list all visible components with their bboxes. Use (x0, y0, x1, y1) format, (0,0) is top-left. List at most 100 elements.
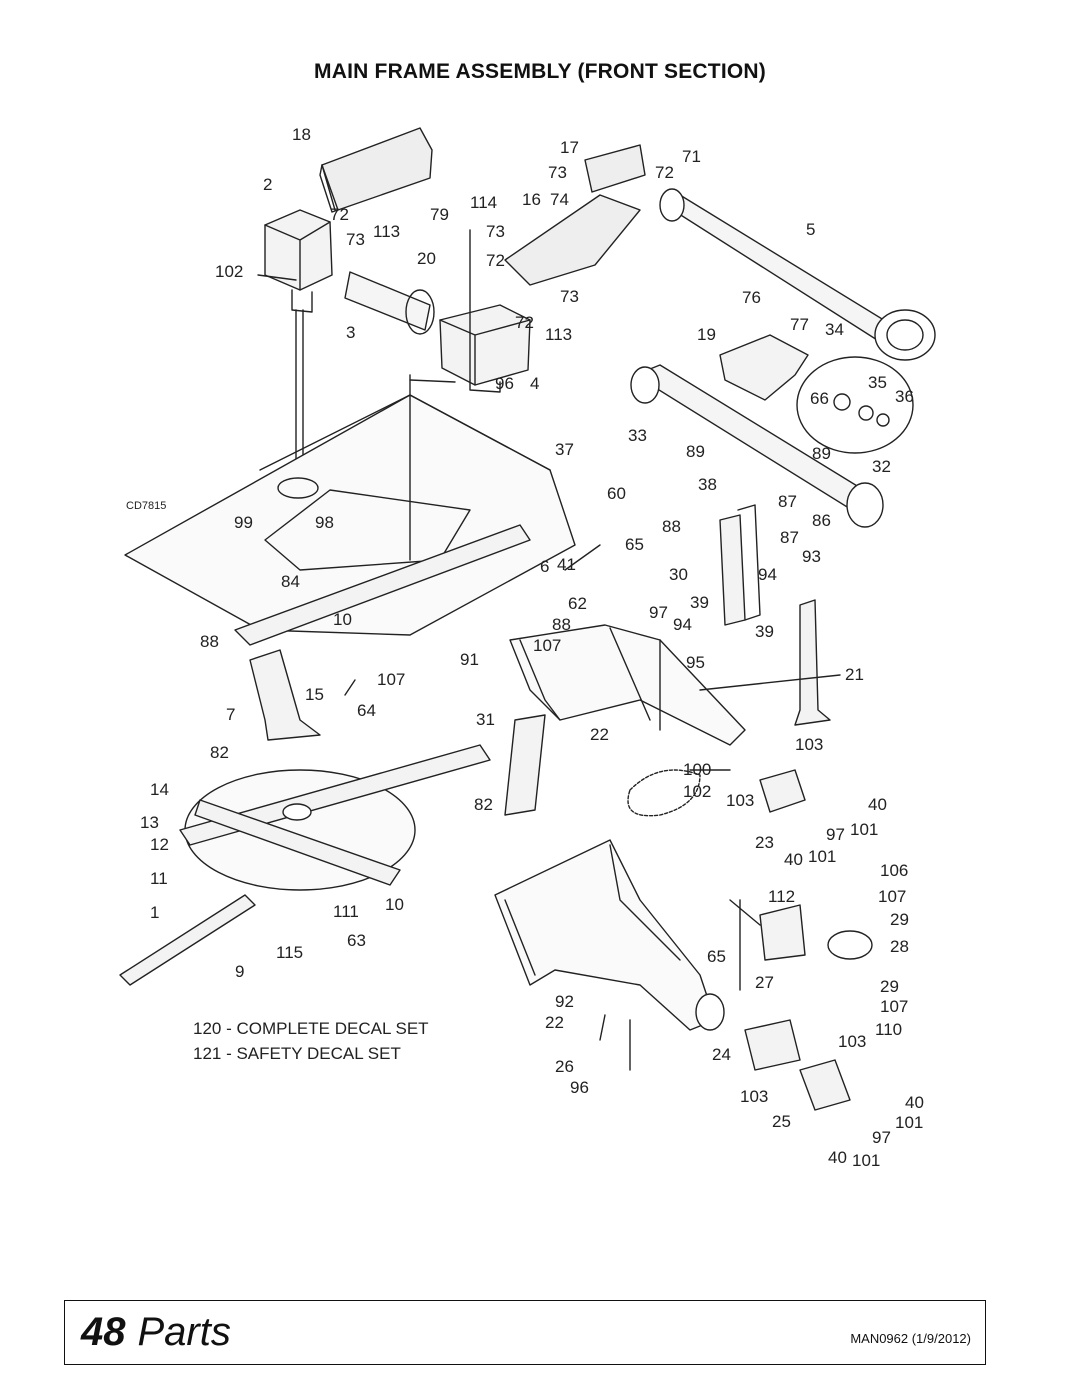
callout: 82 (210, 743, 229, 762)
shield-16 (504, 194, 641, 286)
callout: 74 (550, 190, 569, 209)
callout: 13 (140, 813, 159, 832)
callout: 76 (742, 288, 761, 307)
callout: 107 (880, 997, 908, 1016)
callout: 86 (812, 511, 831, 530)
callout: 88 (552, 615, 571, 634)
callout-labels: 18 17 71 2 73 72 72 73 113 79 114 16 74 … (140, 125, 924, 1170)
callout: 97 (649, 603, 668, 622)
callout: 39 (690, 593, 709, 612)
callout: 4 (530, 374, 539, 393)
manual-reference: MAN0962 (1/9/2012) (850, 1331, 971, 1346)
callout: 72 (330, 205, 349, 224)
callout: 63 (347, 931, 366, 950)
callout: 15 (305, 685, 324, 704)
jack-21 (794, 599, 831, 726)
callout: 32 (872, 457, 891, 476)
chain (627, 769, 701, 817)
callout: 73 (486, 222, 505, 241)
callout: 95 (686, 653, 705, 672)
callout: 91 (460, 650, 479, 669)
callout: 97 (872, 1128, 891, 1147)
callout: 113 (545, 325, 572, 344)
callout: 87 (778, 492, 797, 511)
note-complete-decal-set: 120 - COMPLETE DECAL SET (193, 1019, 429, 1038)
callout: 94 (758, 565, 777, 584)
callout: 16 (522, 190, 541, 209)
callout: 73 (548, 163, 567, 182)
callout: 10 (385, 895, 404, 914)
callout: 106 (880, 861, 908, 880)
callout: 94 (673, 615, 692, 634)
callout: 7 (226, 705, 235, 724)
callout: 101 (850, 820, 878, 839)
callout: 9 (235, 962, 244, 981)
callout: 103 (740, 1087, 768, 1106)
a-frame-upper (509, 624, 746, 746)
callout: 64 (357, 701, 376, 720)
clevis-24 (744, 1019, 801, 1071)
callout: 115 (276, 943, 303, 962)
callout: 17 (560, 138, 579, 157)
callout: 114 (470, 193, 497, 212)
callout: 72 (515, 313, 534, 332)
callout: 103 (838, 1032, 866, 1051)
callout: 103 (726, 791, 754, 810)
callout: 73 (346, 230, 365, 249)
callout: 26 (555, 1057, 574, 1076)
a-frame-lower (494, 839, 716, 1031)
hitch-bar-31 (504, 714, 546, 816)
callout: 99 (234, 513, 253, 532)
callout: 96 (570, 1078, 589, 1097)
callout: 38 (698, 475, 717, 494)
callout: 112 (768, 887, 795, 906)
top-shield (321, 127, 433, 211)
callout: 97 (826, 825, 845, 844)
callout: 107 (377, 670, 405, 689)
callout: 37 (555, 440, 574, 459)
callout: 40 (828, 1148, 847, 1167)
pin-27 (759, 904, 806, 961)
callout: 88 (200, 632, 219, 651)
callout: 30 (669, 565, 688, 584)
callout: 3 (346, 323, 355, 342)
callout: 29 (890, 910, 909, 929)
callout: 2 (263, 175, 272, 194)
callout: 40 (784, 850, 803, 869)
callout: 82 (474, 795, 493, 814)
callout: 5 (806, 220, 815, 239)
section-name: Parts (137, 1310, 231, 1354)
callout: 96 (495, 374, 514, 393)
callout: 89 (686, 442, 705, 461)
callout: 101 (895, 1113, 923, 1132)
callout: 100 (683, 760, 711, 779)
callout: 111 (333, 902, 359, 921)
callout: 84 (281, 572, 300, 591)
callout: 77 (790, 315, 809, 334)
callout: 102 (215, 262, 243, 281)
callout: 103 (795, 735, 823, 754)
callout: 35 (868, 373, 887, 392)
callout: 66 (810, 389, 829, 408)
shield-17 (584, 144, 646, 193)
bearing-detail (796, 356, 914, 454)
bracket-30 (719, 514, 746, 626)
callout: 21 (845, 665, 864, 684)
callout: 72 (655, 163, 674, 182)
callout: 22 (590, 725, 609, 744)
callout: 73 (560, 287, 579, 306)
callout: 79 (430, 205, 449, 224)
callout: 98 (315, 513, 334, 532)
callout: 101 (808, 847, 836, 866)
callout: 40 (868, 795, 887, 814)
callout: 34 (825, 320, 844, 339)
line-art (119, 127, 936, 1111)
callout: 72 (486, 251, 505, 270)
bracket-19 (719, 334, 809, 401)
pto-shaft (664, 194, 901, 346)
callout: 110 (875, 1020, 902, 1039)
callout: 113 (373, 222, 400, 241)
eye-28 (827, 930, 873, 960)
